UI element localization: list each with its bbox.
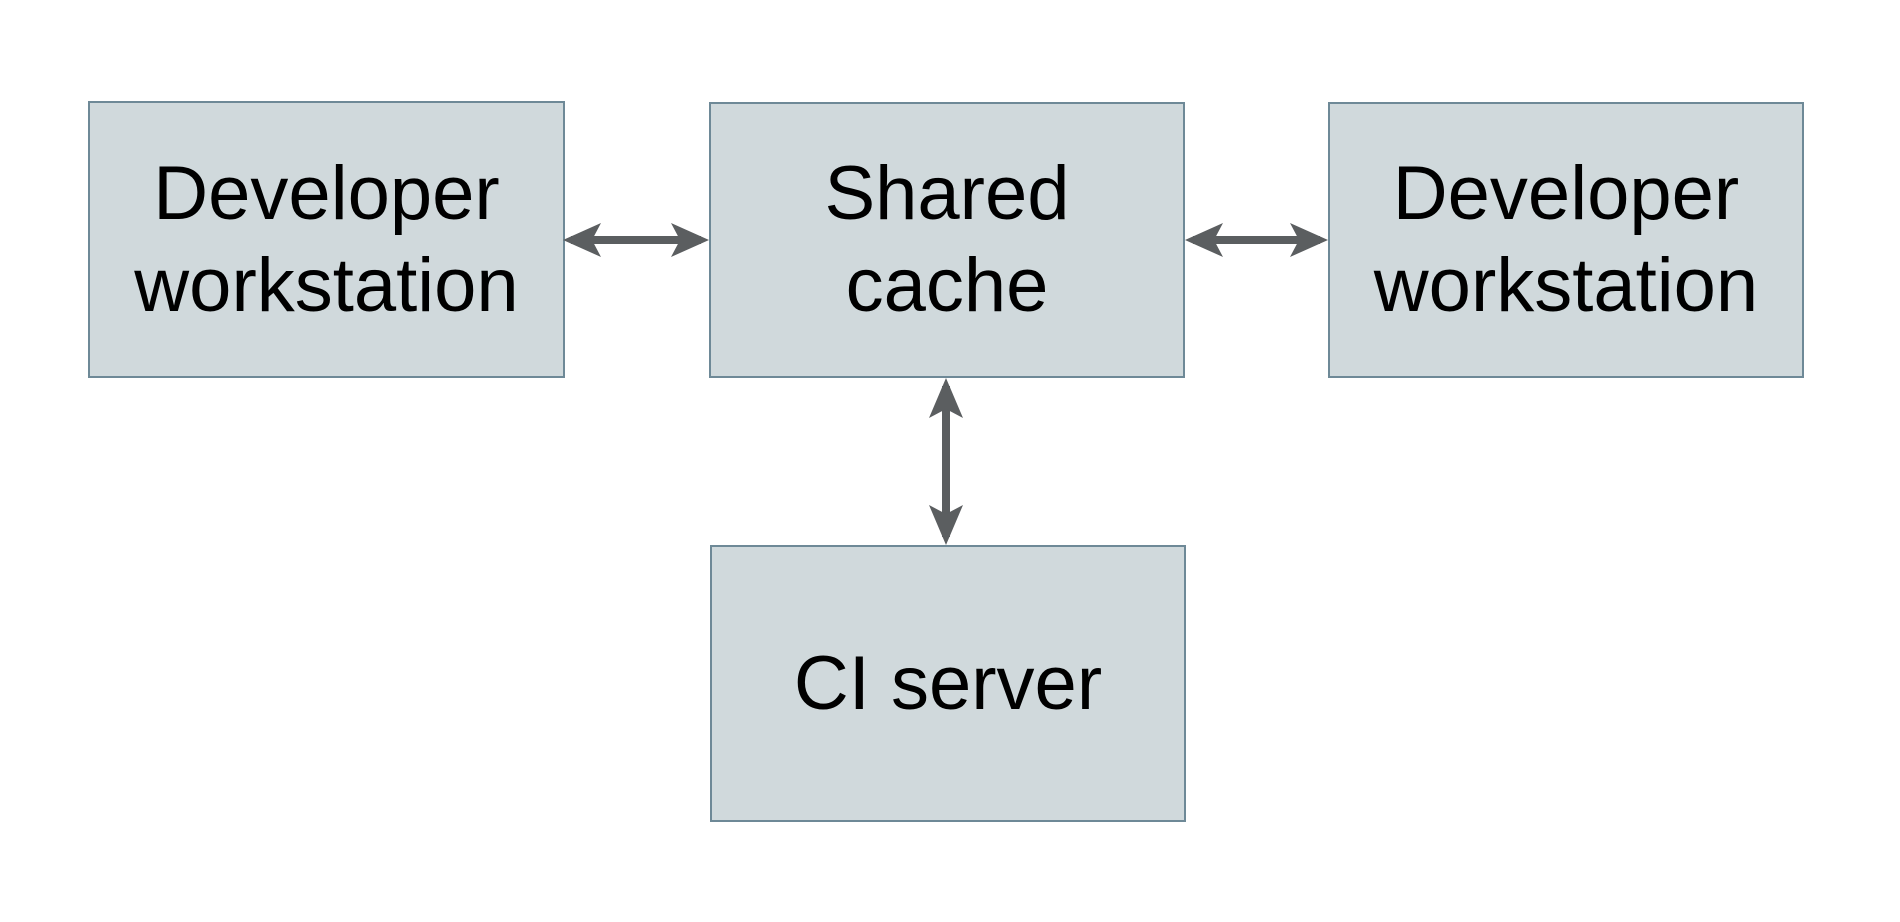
arrow-shaft — [942, 386, 950, 537]
node-label-line: workstation — [134, 242, 519, 328]
node-shared-cache: Shared cache — [709, 102, 1185, 378]
arrow-head-left — [563, 223, 601, 257]
arrow-head-right — [1290, 223, 1328, 257]
node-label-line: Developer — [153, 150, 500, 236]
node-label-line: workstation — [1373, 243, 1759, 328]
node-label-line: cache — [845, 243, 1049, 328]
node-label-line: CI server — [793, 640, 1103, 726]
node-ci-server: CI server — [710, 545, 1186, 822]
arrow-head-right — [671, 223, 709, 257]
node-developer-workstation-right: Developer workstation — [1328, 102, 1804, 378]
arrow-head-top — [929, 378, 963, 418]
arrow-shaft — [571, 236, 701, 244]
double-arrow-horizontal-right-icon — [1185, 223, 1328, 257]
arrow-head-bottom — [929, 505, 963, 545]
node-label-line: Developer — [1392, 151, 1740, 236]
arrow-head-left — [1185, 223, 1223, 257]
node-label-line: Shared — [824, 151, 1070, 236]
double-arrow-vertical-icon — [929, 378, 963, 545]
node-developer-workstation-left: Developer workstation — [88, 101, 565, 378]
double-arrow-horizontal-left-icon — [563, 223, 709, 257]
arrow-shaft — [1193, 236, 1320, 244]
